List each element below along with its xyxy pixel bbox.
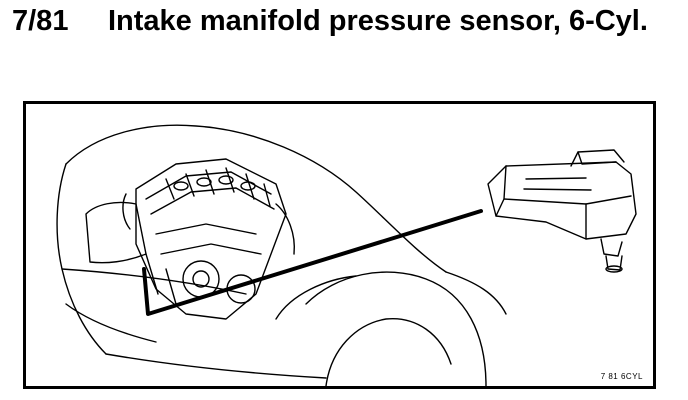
engine-illustration bbox=[56, 124, 637, 386]
figure-frame: 7 81 6CYL bbox=[23, 101, 656, 389]
pointer-line bbox=[142, 209, 483, 316]
section-title: Intake manifold pressure sensor, 6-Cyl. bbox=[108, 5, 648, 37]
car-body-outline bbox=[56, 124, 507, 386]
section-number: 7/81 bbox=[12, 5, 69, 37]
map-sensor bbox=[487, 149, 637, 273]
figure-code: 7 81 6CYL bbox=[600, 372, 643, 381]
